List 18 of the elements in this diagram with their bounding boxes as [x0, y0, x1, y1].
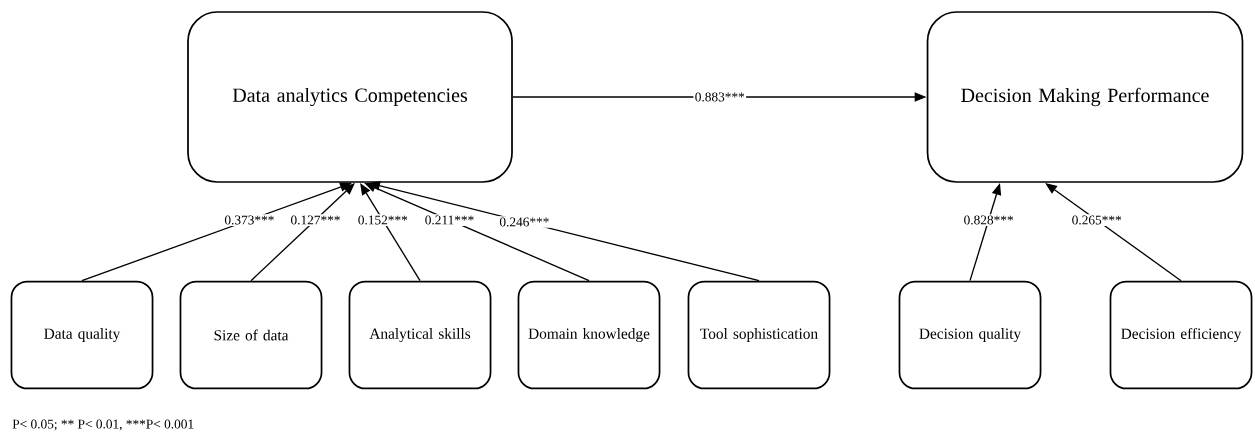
edge-label: 0.127*** [289, 214, 342, 226]
construct-box: Data analytics Competencies [187, 11, 513, 183]
edge-label: 0.211*** [423, 214, 476, 226]
construct-box: Decision efficiency [1109, 280, 1253, 390]
construct-box: Decision quality [898, 280, 1042, 390]
edge-label: 0.373*** [223, 214, 276, 226]
construct-box: Tool sophistication [687, 280, 831, 390]
footnote: P< 0.05; ** P< 0.01, ***P< 0.001 [12, 419, 194, 431]
edge-label: 0.152*** [356, 214, 410, 226]
construct-box: Data quality [10, 280, 154, 390]
construct-box: Size of data [179, 280, 323, 390]
construct-box: Domain knowledge [517, 280, 661, 390]
construct-box: Analytical skills [348, 280, 492, 390]
edge-label: 0.265*** [1070, 214, 1124, 226]
construct-box: Decision Making Performance [926, 11, 1244, 183]
edge-label: 0.828*** [962, 214, 1015, 226]
edge-label: 0.883*** [693, 91, 747, 103]
edge-label: 0.246*** [498, 216, 551, 228]
